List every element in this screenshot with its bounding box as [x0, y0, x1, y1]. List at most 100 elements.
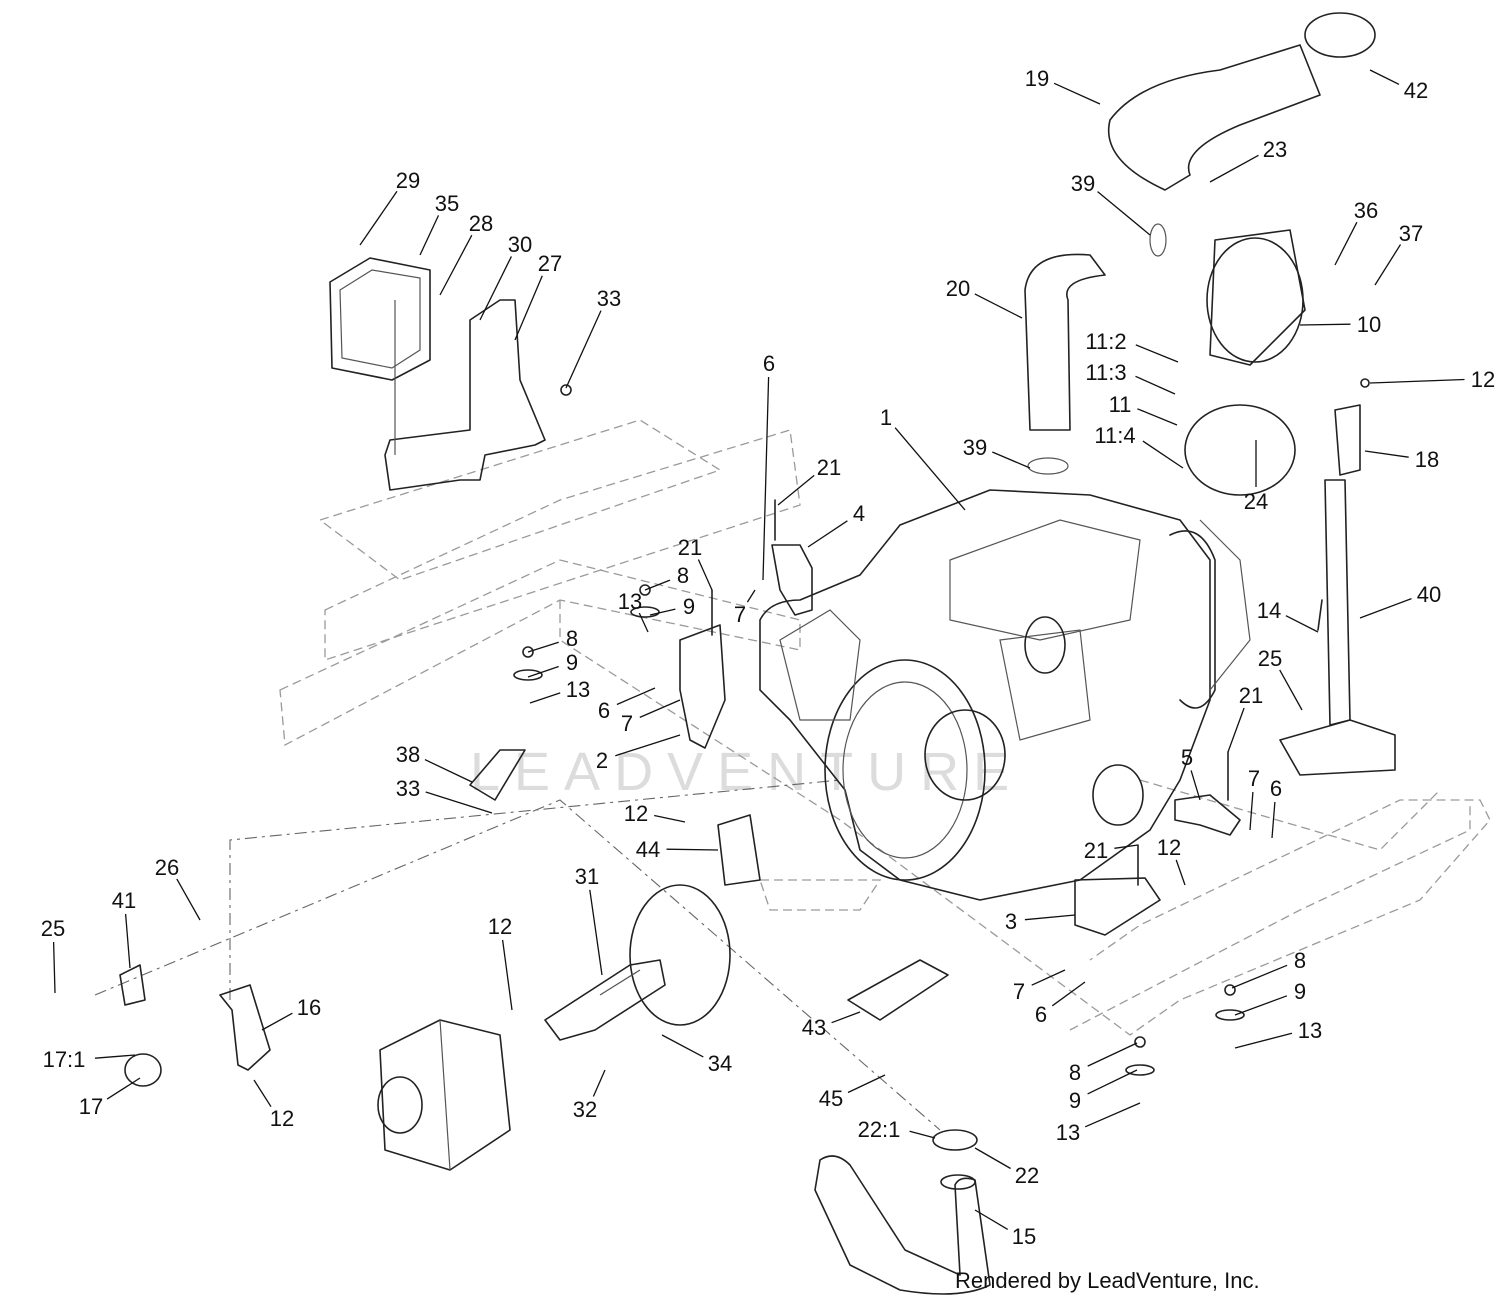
callout-leader [527, 665, 559, 678]
callout-label: 11 [1109, 392, 1132, 417]
callout-label: 16 [297, 995, 321, 1020]
callout-label: 7 [1013, 979, 1025, 1004]
callout-leader [1334, 221, 1358, 266]
callout-label: 21 [1239, 683, 1263, 708]
callout-label: 44 [636, 837, 660, 862]
callout-label: 6 [1035, 1002, 1047, 1027]
callout-label: 15 [1012, 1224, 1036, 1249]
callout-label: 1 [880, 405, 892, 430]
callout-leader [644, 579, 671, 591]
callout-leader [1087, 1069, 1138, 1095]
callout-label: 17 [79, 1094, 103, 1119]
callout-label: 9 [683, 594, 695, 619]
callout-leader [1299, 323, 1351, 326]
mount-brackets [119, 404, 1396, 1087]
callout-leader [1031, 969, 1066, 986]
callout-label: 7 [621, 711, 633, 736]
callout-leader [1279, 669, 1303, 711]
callout-label: 6 [763, 351, 775, 376]
callout-leader [697, 559, 713, 591]
callout-label: 25 [41, 916, 65, 941]
callout-leader [1024, 914, 1076, 921]
callout-label: 21 [817, 455, 841, 480]
callout-label: 24 [1244, 489, 1268, 514]
air-intake [1024, 12, 1376, 496]
callout-label: 42 [1404, 78, 1428, 103]
callout-leader [974, 1147, 1011, 1170]
callout-label: 21 [1084, 838, 1108, 863]
callout-leader [616, 687, 656, 706]
callout-label: 8 [566, 626, 578, 651]
callout-label: 29 [396, 168, 420, 193]
callout-leader [807, 520, 848, 548]
callout-leader [514, 275, 543, 341]
callout-leader [592, 1069, 606, 1097]
callout-label: 26 [155, 855, 179, 880]
callout-label: 12 [1471, 367, 1495, 392]
callout-label: 43 [802, 1015, 826, 1040]
callout-label: 12 [488, 914, 512, 939]
callout-leader [359, 190, 398, 246]
callout-label: 39 [963, 435, 987, 460]
callout-label: 31 [575, 864, 599, 889]
callout-label: 3 [1005, 909, 1017, 934]
callout-leader [1374, 244, 1402, 286]
callout-label: 6 [598, 698, 610, 723]
callout-leader [529, 692, 561, 704]
callout-leader [106, 1077, 141, 1100]
callout-leader [1227, 707, 1245, 753]
callout-label: 22:1 [858, 1117, 901, 1142]
callout-leader [424, 759, 473, 783]
callout-label: 13 [566, 677, 590, 702]
callout-leader [1137, 408, 1178, 426]
callout-label: 36 [1354, 198, 1378, 223]
callout-leader [777, 474, 815, 506]
callout-label: 20 [946, 276, 970, 301]
controller-module [329, 257, 546, 491]
callout-label: 12 [624, 801, 648, 826]
callout-leader [666, 848, 719, 851]
callout-leader [176, 878, 201, 921]
callout-label: 38 [396, 742, 420, 767]
callout-label: 8 [677, 563, 689, 588]
callout-leader [1359, 597, 1412, 619]
callout-label: 13 [1298, 1018, 1322, 1043]
callout-leader [1364, 450, 1409, 458]
callout-label: 39 [1071, 171, 1095, 196]
callout-leader [419, 215, 440, 256]
callout-leader [1053, 82, 1101, 105]
callout-leader [909, 1130, 936, 1139]
callout-label: 40 [1417, 582, 1441, 607]
callout-leader [1135, 344, 1179, 363]
callout-leader [1087, 1042, 1138, 1067]
callout-leader [589, 889, 603, 976]
callout-leader [746, 589, 756, 603]
driveline [377, 884, 731, 1171]
callout-leader [974, 1209, 1009, 1230]
callout-label: 9 [566, 650, 578, 675]
callout-label: 23 [1263, 137, 1287, 162]
callout-label: 21 [678, 535, 702, 560]
callout-leader [565, 310, 602, 389]
callout-label: 22 [1015, 1163, 1039, 1188]
callout-label: 35 [435, 191, 459, 216]
callout-label: 10 [1357, 312, 1381, 337]
callout-leader [1271, 801, 1276, 839]
callout-label: 8 [1294, 948, 1306, 973]
callout-label: 33 [597, 286, 621, 311]
callout-leader [1369, 69, 1400, 85]
callout-label: 17:1 [43, 1047, 86, 1072]
callout-label: 9 [1294, 979, 1306, 1004]
callout-label: 4 [853, 501, 865, 526]
callout-leader [649, 608, 676, 616]
callout-leader [1084, 1102, 1141, 1128]
callout-leader [1249, 791, 1254, 831]
callout-label: 11:2 [1085, 329, 1126, 354]
callout-label: 14 [1257, 598, 1281, 623]
callout-leader [94, 1054, 136, 1059]
callout-leader [1234, 1032, 1293, 1049]
callout-leader [654, 814, 686, 823]
